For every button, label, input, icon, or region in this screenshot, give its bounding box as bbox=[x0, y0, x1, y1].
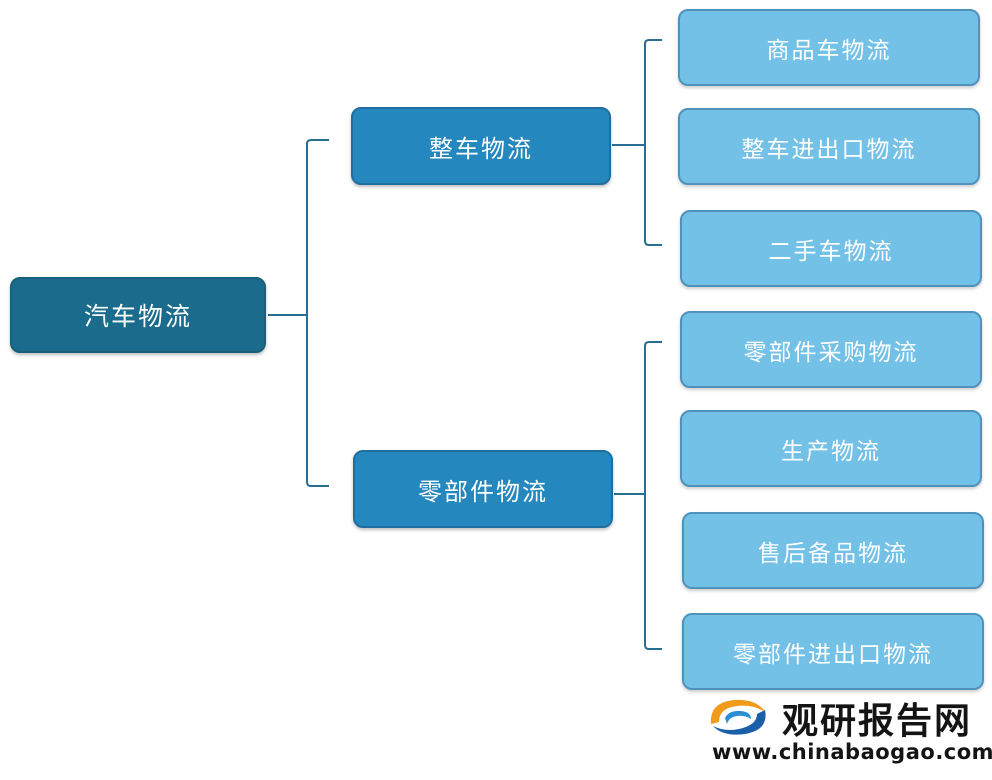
leaf-label: 零部件进出口物流 bbox=[733, 641, 933, 668]
root-label: 汽车物流 bbox=[83, 302, 192, 331]
leaf-node: 商品车物流 bbox=[678, 9, 980, 86]
leaf-label: 生产物流 bbox=[781, 438, 881, 465]
leaf-label: 整车进出口物流 bbox=[741, 136, 917, 163]
leaf-node: 零部件采购物流 bbox=[680, 311, 982, 388]
leaf-node: 生产物流 bbox=[680, 410, 982, 487]
watermark-url: www.chinabaogao.com bbox=[712, 740, 992, 764]
leaf-label: 售后备品物流 bbox=[758, 540, 908, 567]
swirl-logo-icon bbox=[710, 699, 766, 735]
connector-branch2-leaves bbox=[614, 341, 662, 650]
root-node: 汽车物流 bbox=[10, 277, 266, 353]
leaf-node: 二手车物流 bbox=[680, 210, 982, 287]
branch-node-vehicle: 整车物流 bbox=[351, 107, 611, 185]
branch-label: 整车物流 bbox=[429, 134, 533, 163]
watermark-logo: 观研报告网 www.chinabaogao.com bbox=[700, 688, 992, 776]
branch-node-parts: 零部件物流 bbox=[353, 450, 613, 528]
leaf-label: 零部件采购物流 bbox=[743, 339, 919, 366]
watermark-name: 观研报告网 bbox=[782, 701, 973, 742]
connector-branch1-leaves bbox=[612, 39, 662, 246]
leaf-label: 商品车物流 bbox=[766, 37, 892, 64]
leaf-node: 售后备品物流 bbox=[682, 512, 984, 589]
leaf-label: 二手车物流 bbox=[768, 238, 894, 265]
leaf-node: 整车进出口物流 bbox=[678, 108, 980, 185]
branch-label: 零部件物流 bbox=[418, 477, 548, 506]
connector-root-branches bbox=[268, 139, 329, 487]
leaf-node: 零部件进出口物流 bbox=[682, 613, 984, 690]
